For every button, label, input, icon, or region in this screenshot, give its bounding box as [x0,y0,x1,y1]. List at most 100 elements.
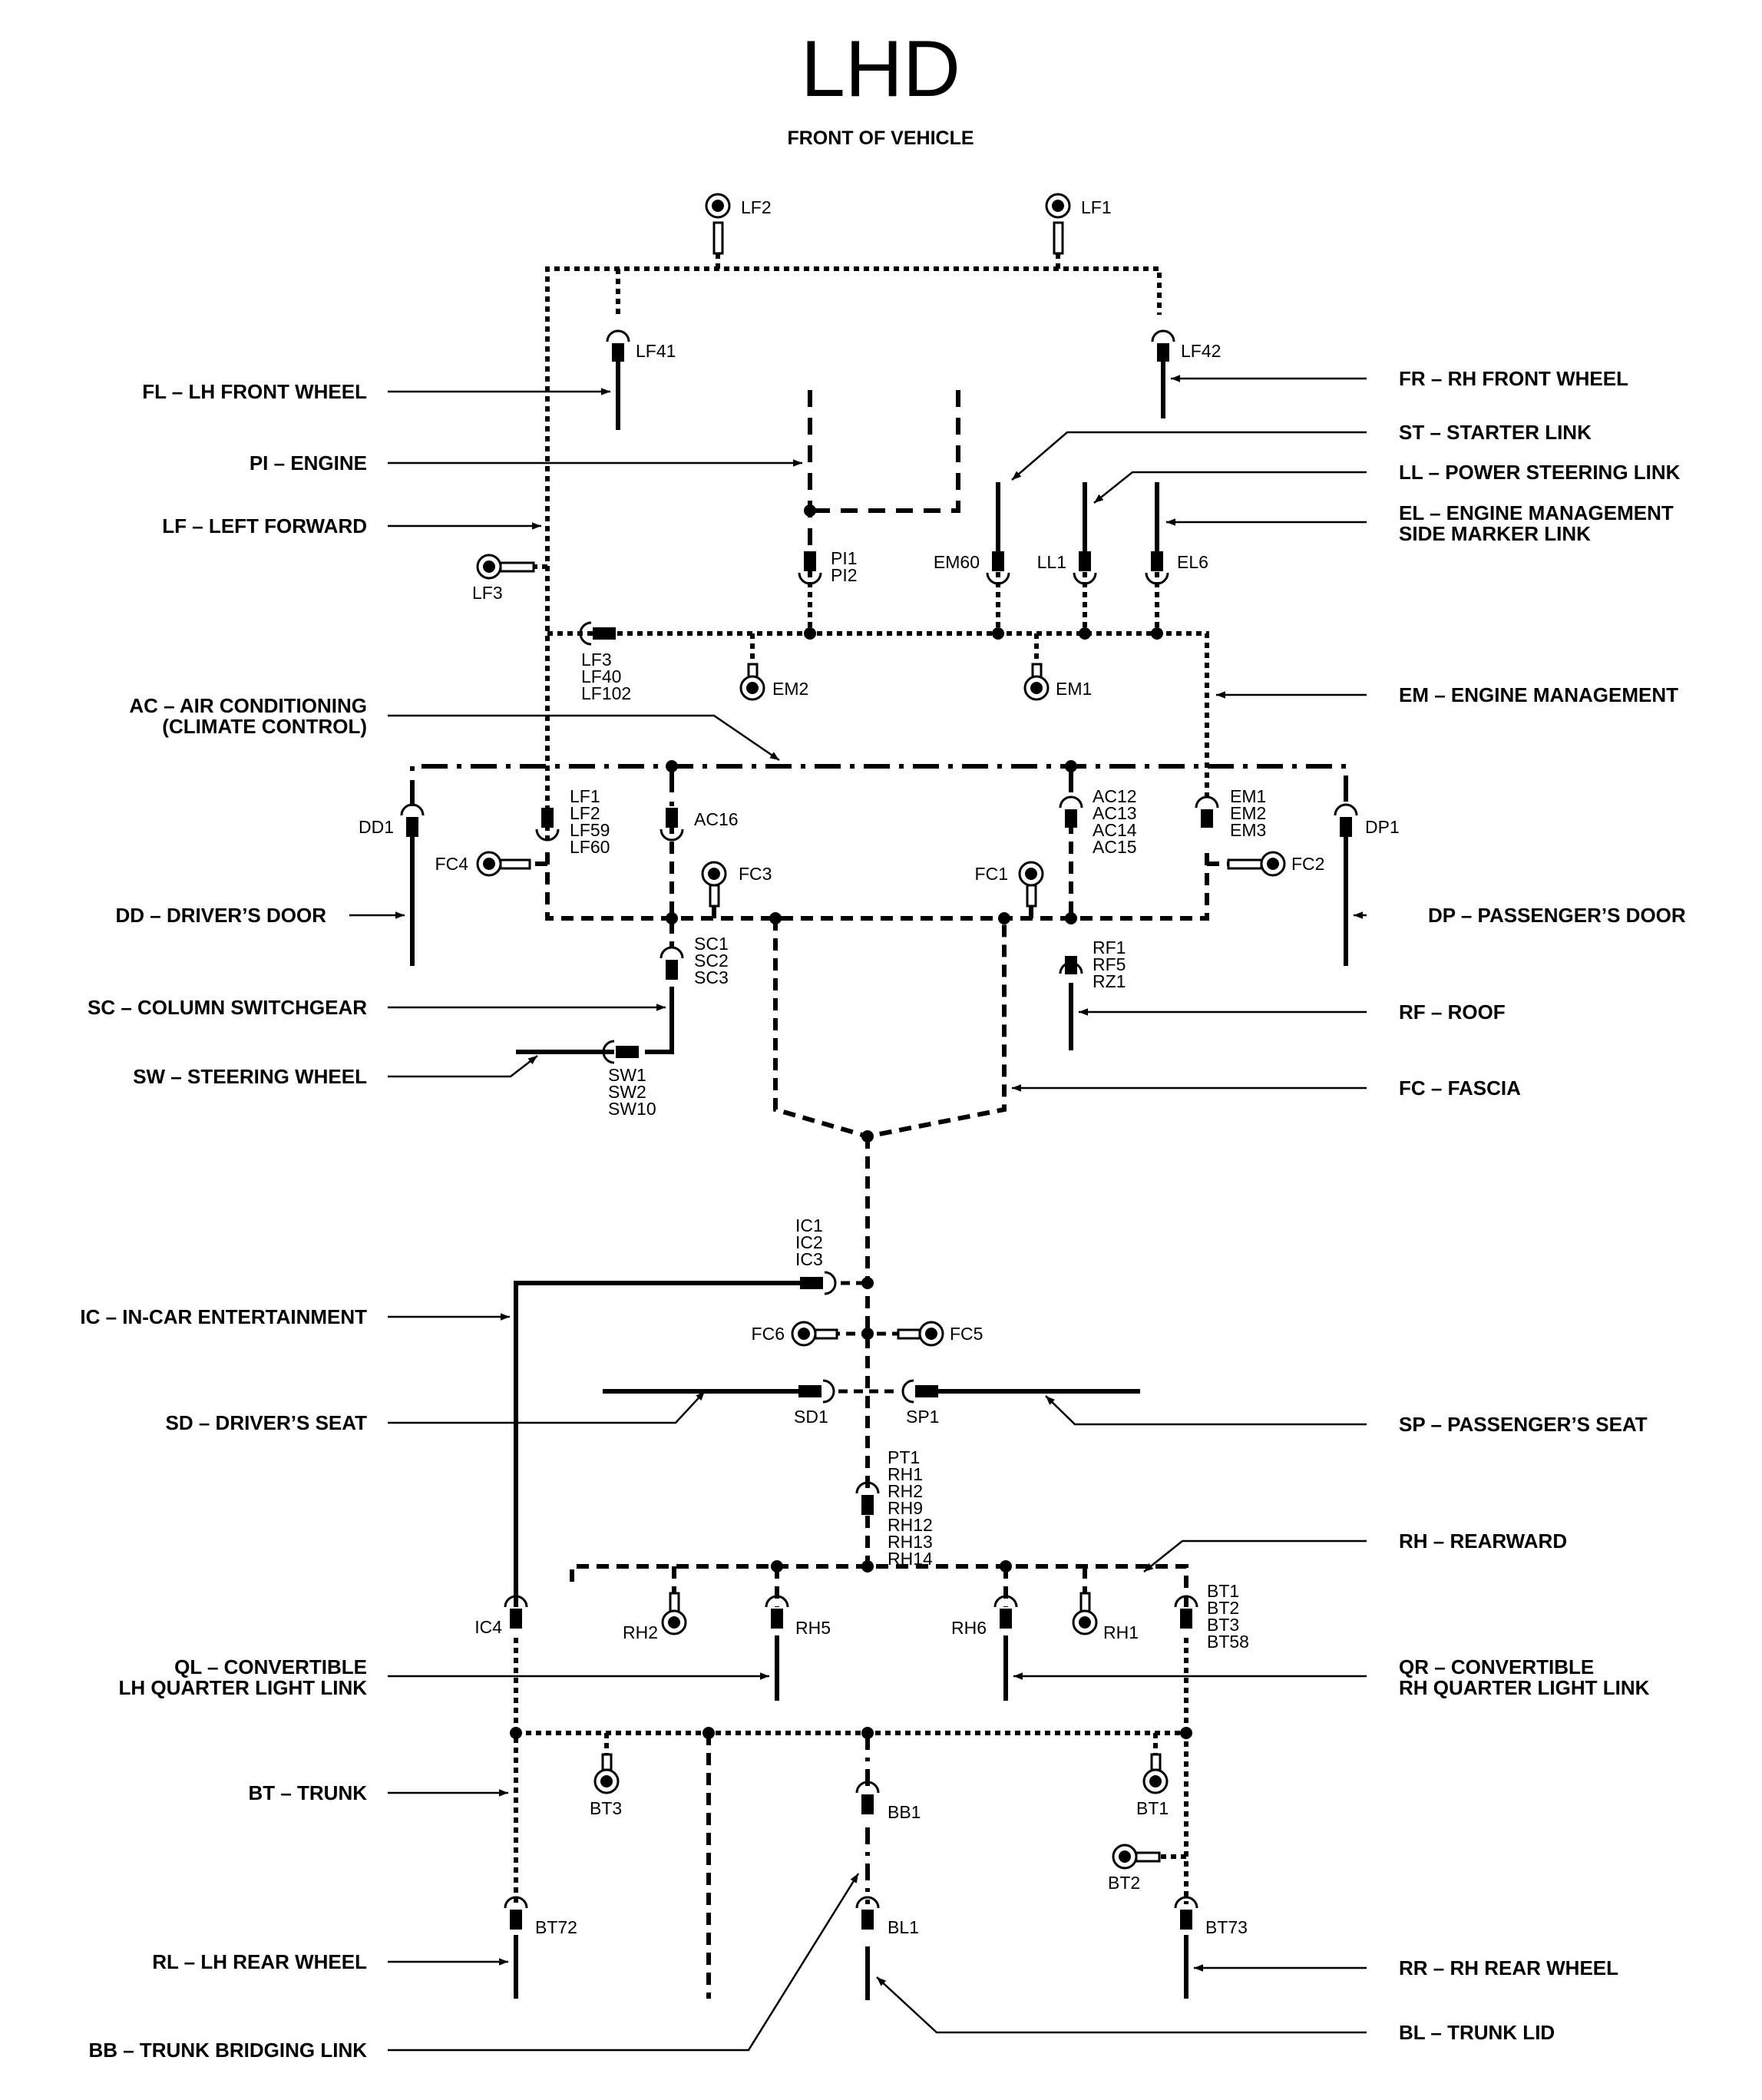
code-rf-group-3: RZ1 [1093,971,1126,991]
label-fl: FL – LH FRONT WHEEL [142,380,367,403]
label-fc: FC – FASCIA [1399,1076,1521,1100]
code-pt-group-5: RH12 [888,1515,933,1535]
code-lf3: LF3 [472,583,503,603]
connector-rh5 [765,1595,789,1629]
connector-bl1 [855,1896,880,1930]
label-sc: SC – COLUMN SWITCHGEAR [88,996,367,1019]
connector-ac-group [1059,795,1083,828]
label-bl: BL – TRUNK LID [1399,2021,1555,2044]
connector-bt73 [1174,1896,1198,1930]
code-pt-group-6: RH13 [888,1532,933,1552]
connector-ll1 [1073,551,1097,585]
junctions [510,504,1192,1739]
connector-rf [1059,956,1083,975]
page-subtitle: FRONT OF VEHICLE [787,127,974,149]
connector-ic4 [504,1595,528,1629]
code-pt-group-1: PT1 [888,1447,920,1467]
code-pt-group-2: RH1 [888,1464,923,1484]
connector-pi [798,551,822,585]
label-ql-line1: QL – CONVERTIBLE [174,1655,367,1678]
label-bt: BT – TRUNK [248,1781,367,1804]
connector-sc [660,946,684,980]
label-ic: IC – IN-CAR ENTERTAINMENT [80,1305,367,1328]
label-sd: SD – DRIVER’S SEAT [166,1411,368,1434]
code-pt-group-7: RH14 [888,1549,933,1569]
label-rl: RL – LH REAR WHEEL [152,1950,367,1973]
label-rf: RF – ROOF [1399,1000,1506,1024]
label-qr-line1: QR – CONVERTIBLE [1399,1655,1594,1678]
label-ll: LL – POWER STEERING LINK [1399,461,1681,484]
eyelet-fc3 [701,861,727,908]
code-em-group-1: EM1 [1230,786,1266,806]
right-harness-labels: FR – RH FRONT WHEEL ST – STARTER LINK LL… [1399,367,1686,2044]
code-bt-group-3: BT3 [1207,1615,1239,1635]
code-dd1: DD1 [359,817,394,837]
eyelet-rh2 [661,1592,687,1635]
eyelet-bt3 [593,1753,620,1794]
connector-sp1 [901,1379,938,1404]
eyelet-em1 [1023,663,1050,701]
connector-lf41 [606,329,630,362]
code-lf3-group-2: LF40 [581,666,621,686]
code-fc1: FC1 [975,864,1008,884]
connector-sw [602,1040,639,1064]
fc-harness [530,822,1228,1566]
code-lf42: LF42 [1181,341,1221,361]
eyelet-fc4 [476,851,531,877]
code-fc4: FC4 [435,854,469,874]
code-sw-group-2: SW2 [608,1082,646,1102]
connectors [400,193,1358,1930]
code-pt-group-4: RH9 [888,1498,923,1518]
code-fc5: FC5 [950,1324,983,1344]
code-rh1: RH1 [1103,1622,1139,1642]
connector-el6 [1145,551,1169,585]
code-em60: EM60 [934,552,980,572]
code-ac-group-3: AC14 [1093,820,1137,840]
label-sw: SW – STEERING WHEEL [133,1065,367,1088]
ic-harness [514,1281,814,1607]
code-ic-group-1: IC1 [795,1215,823,1235]
code-bt-group-4: BT58 [1207,1632,1249,1652]
lf-harness [534,253,1162,841]
code-ic4: IC4 [474,1617,502,1637]
code-sw-group-3: SW10 [608,1099,656,1119]
leader-lines [349,375,1367,2052]
code-pi2: PI2 [831,565,858,585]
code-rh6: RH6 [951,1618,987,1638]
bt-harness [514,1638,1188,1904]
code-bl1: BL1 [888,1917,919,1937]
code-lf-group-1: LF1 [570,786,600,806]
connector-codes: LF2 LF1 LF41 LF42 PI1 PI2 EM60 LL1 EL6 L… [359,197,1400,1937]
code-lf41: LF41 [636,341,676,361]
pi-harness [808,390,960,572]
code-em-group-3: EM3 [1230,820,1266,840]
connector-dd1 [400,803,425,837]
label-pi: PI – ENGINE [250,451,367,475]
solid-branches [410,361,1348,2000]
connector-sd1 [798,1379,835,1404]
eyelet-lf1 [1045,193,1071,255]
connector-lf3-group [579,621,616,646]
code-ac16: AC16 [694,809,739,829]
connector-lf-group [535,808,560,842]
connector-bb1 [855,1781,880,1814]
code-lf3-group-3: LF102 [581,683,631,703]
code-rh2: RH2 [623,1622,658,1642]
label-qr-line2: RH QUARTER LIGHT LINK [1399,1676,1650,1699]
eyelet-fc5 [897,1321,944,1347]
connector-rh6 [993,1595,1018,1629]
code-lf-group-2: LF2 [570,803,600,823]
code-fc2: FC2 [1291,854,1324,874]
connector-dp1 [1334,803,1358,837]
code-fc6: FC6 [752,1324,785,1344]
code-bt3: BT3 [590,1798,622,1818]
page-title: LHD [801,25,960,114]
code-ac-group-1: AC12 [1093,786,1137,806]
code-lf-group-3: LF59 [570,820,610,840]
code-lf-group-4: LF60 [570,837,610,857]
label-el-line1: EL – ENGINE MANAGEMENT [1399,501,1674,524]
code-ac-group-2: AC13 [1093,803,1137,823]
code-ac-group-4: AC15 [1093,837,1137,857]
code-em1: EM1 [1056,679,1092,699]
label-em: EM – ENGINE MANAGEMENT [1399,683,1678,706]
